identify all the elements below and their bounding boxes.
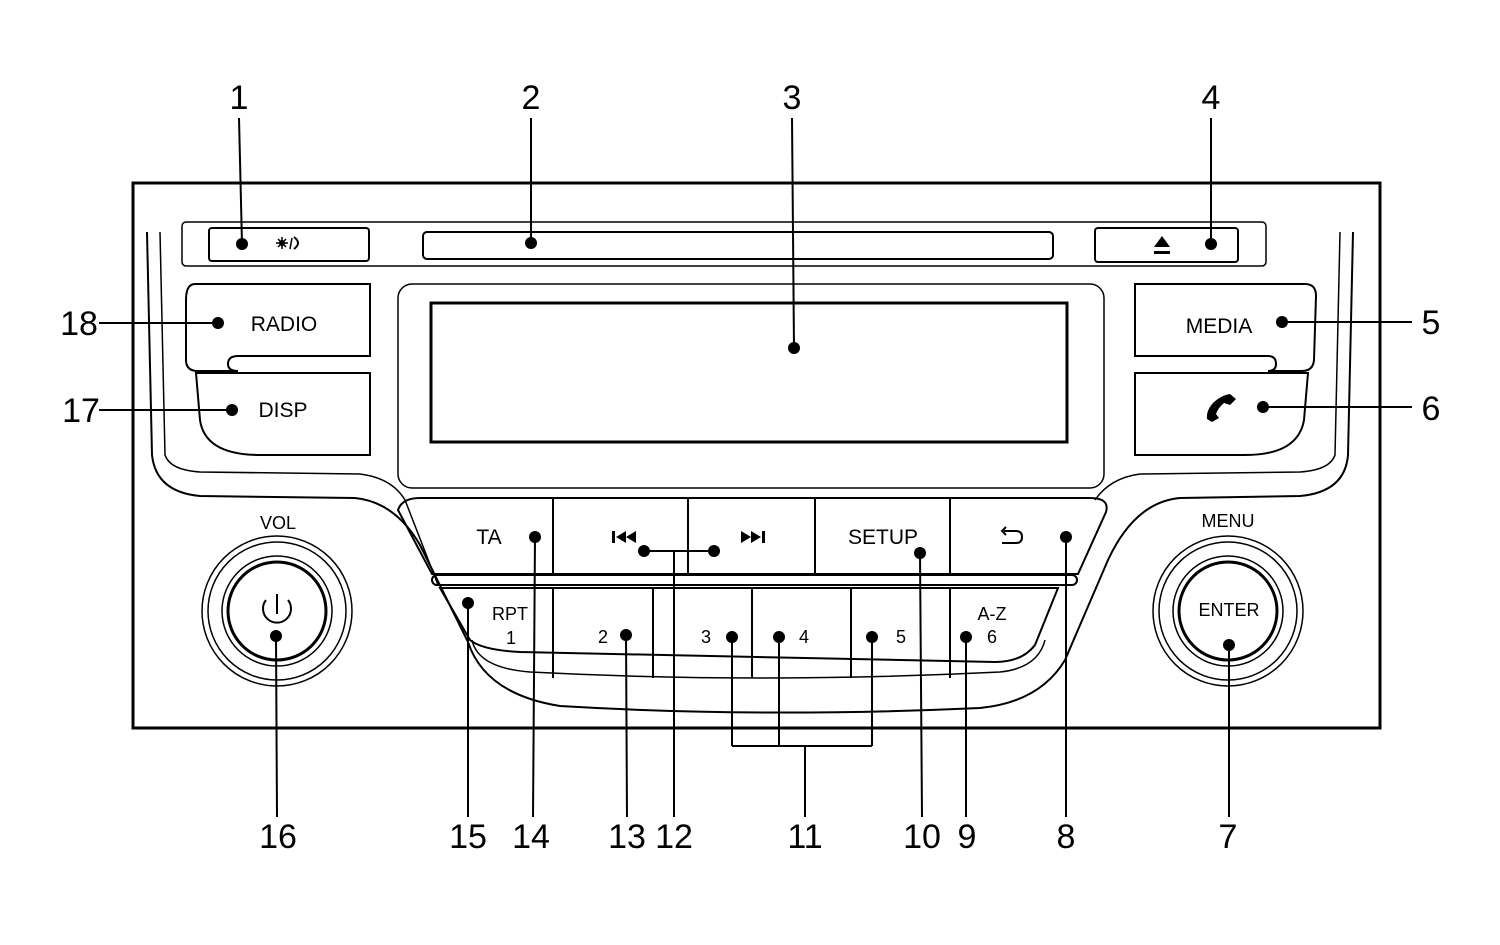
separator-bar bbox=[431, 574, 1078, 586]
eject-icon bbox=[1154, 236, 1170, 254]
disp-label: DISP bbox=[258, 399, 307, 422]
radio-label: RADIO bbox=[251, 313, 318, 336]
preset-row bbox=[438, 587, 1060, 664]
callout-18: 18 bbox=[60, 305, 98, 343]
callout-17: 17 bbox=[62, 392, 100, 430]
callout-dots bbox=[212, 237, 1288, 651]
callout-1: 1 bbox=[230, 79, 249, 117]
brightness-button[interactable] bbox=[208, 227, 370, 262]
phone-icon bbox=[1206, 394, 1236, 422]
callout-13: 13 bbox=[608, 818, 646, 856]
callout-11: 11 bbox=[787, 818, 822, 856]
eject-button[interactable] bbox=[1094, 227, 1239, 263]
skip-next-icon bbox=[741, 531, 765, 543]
media-label: MEDIA bbox=[1186, 315, 1253, 338]
callout-5: 5 bbox=[1422, 304, 1441, 342]
callout-12: 12 bbox=[655, 818, 693, 856]
left-contour bbox=[146, 231, 1354, 714]
enter-label: ENTER bbox=[1198, 600, 1259, 620]
preset-1-label: 1 bbox=[506, 628, 516, 648]
display-bezel bbox=[397, 283, 1105, 489]
callout-16: 16 bbox=[259, 818, 297, 856]
leader-lines bbox=[99, 117, 1412, 818]
power-icon bbox=[262, 594, 292, 624]
callout-6: 6 bbox=[1422, 390, 1441, 428]
phone-button[interactable] bbox=[1134, 372, 1310, 456]
callout-8: 8 bbox=[1057, 818, 1076, 856]
callout-7: 7 bbox=[1219, 818, 1238, 856]
preset-row-lower bbox=[471, 639, 1046, 679]
inner-contour-right bbox=[1094, 231, 1341, 501]
callout-4: 4 bbox=[1202, 79, 1221, 117]
callout-2: 2 bbox=[522, 79, 541, 117]
callout-10: 10 bbox=[903, 818, 941, 856]
ta-label: TA bbox=[476, 526, 501, 549]
setup-label: SETUP bbox=[848, 526, 918, 549]
preset-4-label: 4 bbox=[799, 627, 809, 647]
rpt-label: RPT bbox=[492, 604, 528, 624]
inner-contour bbox=[159, 231, 439, 586]
display-screen bbox=[429, 301, 1069, 444]
skip-previous-icon bbox=[612, 531, 636, 543]
radio-button[interactable] bbox=[185, 283, 371, 372]
top-strip bbox=[181, 221, 1267, 267]
disp-button[interactable] bbox=[194, 372, 371, 456]
az-label: A-Z bbox=[978, 604, 1007, 624]
unit-frame bbox=[131, 181, 1382, 730]
brightness-day-night-icon bbox=[276, 236, 299, 250]
menu-label: MENU bbox=[1202, 511, 1255, 531]
preset-5-label: 5 bbox=[896, 627, 906, 647]
callout-15: 15 bbox=[449, 818, 487, 856]
preset-2-label: 2 bbox=[598, 627, 608, 647]
cd-slot bbox=[422, 231, 1054, 260]
vol-label: VOL bbox=[260, 513, 296, 533]
media-button[interactable] bbox=[1134, 283, 1318, 372]
preset-3-label: 3 bbox=[701, 627, 711, 647]
callout-9: 9 bbox=[958, 818, 977, 856]
back-arrow-icon bbox=[1000, 526, 1024, 544]
callout-14: 14 bbox=[512, 818, 550, 856]
callout-3: 3 bbox=[783, 79, 802, 117]
preset-6-label: 6 bbox=[987, 627, 997, 647]
upper-button-row bbox=[396, 497, 1108, 575]
